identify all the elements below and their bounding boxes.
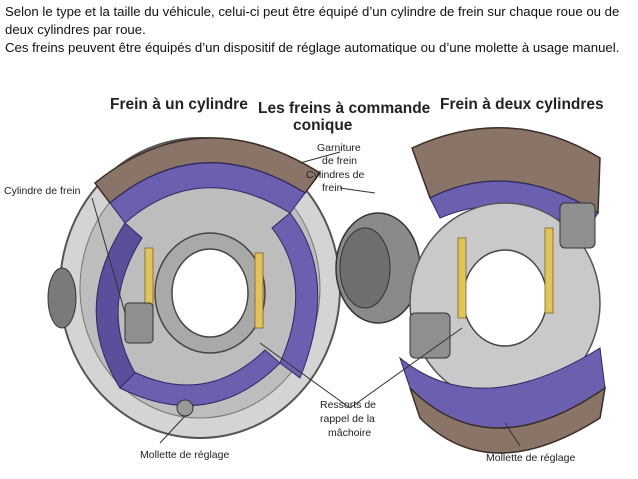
- title-conical-2: conique: [293, 117, 353, 134]
- label-molette-right: Mollette de réglage: [486, 452, 575, 464]
- left-spring-2: [254, 252, 264, 329]
- left-lining-right: [271, 212, 319, 379]
- leader-lines: [91, 151, 521, 447]
- right-spring-2: [544, 227, 554, 314]
- label-garniture-1: Garniture: [317, 142, 361, 154]
- brake-diagram: Frein à un cylindre Les freins à command…: [4, 96, 607, 464]
- double-cylinder-brake: [335, 127, 607, 454]
- label-ressorts-3: mâchoire: [328, 427, 371, 439]
- right-spring-1: [457, 237, 467, 319]
- label-cylindres-2: frein: [322, 182, 343, 194]
- right-wheel-cylinder-2: [559, 202, 596, 249]
- left-adjuster-wheel: [176, 399, 194, 417]
- single-cylinder-brake: [47, 137, 341, 439]
- left-lining-left: [95, 222, 143, 389]
- label-molette-left: Mollette de réglage: [140, 449, 229, 461]
- left-lining-top: [109, 162, 306, 224]
- label-garniture-2: de frein: [322, 155, 357, 167]
- intro-text: Selon le type et la taille du véhicule, …: [5, 3, 633, 57]
- intro-line-1: Selon le type et la taille du véhicule, …: [5, 4, 620, 37]
- right-wheel-cylinder-1: [409, 312, 451, 359]
- right-lower-shoe: [409, 386, 607, 454]
- title-two-cylinders: Frein à deux cylindres: [440, 96, 604, 113]
- label-ressorts-2: rappel de la: [320, 413, 375, 425]
- label-cylindre-left: Cylindre de frein: [4, 185, 81, 197]
- left-wheel-cylinder: [124, 302, 154, 344]
- title-single-cylinder: Frein à un cylindre: [110, 96, 248, 113]
- label-cylindres-1: Cylindres de: [306, 169, 365, 181]
- title-conical: Les freins à commande: [258, 100, 431, 117]
- label-ressorts-1: Ressorts de: [320, 399, 376, 411]
- intro-line-2: Ces freins peuvent être équipés d’un dis…: [5, 40, 620, 55]
